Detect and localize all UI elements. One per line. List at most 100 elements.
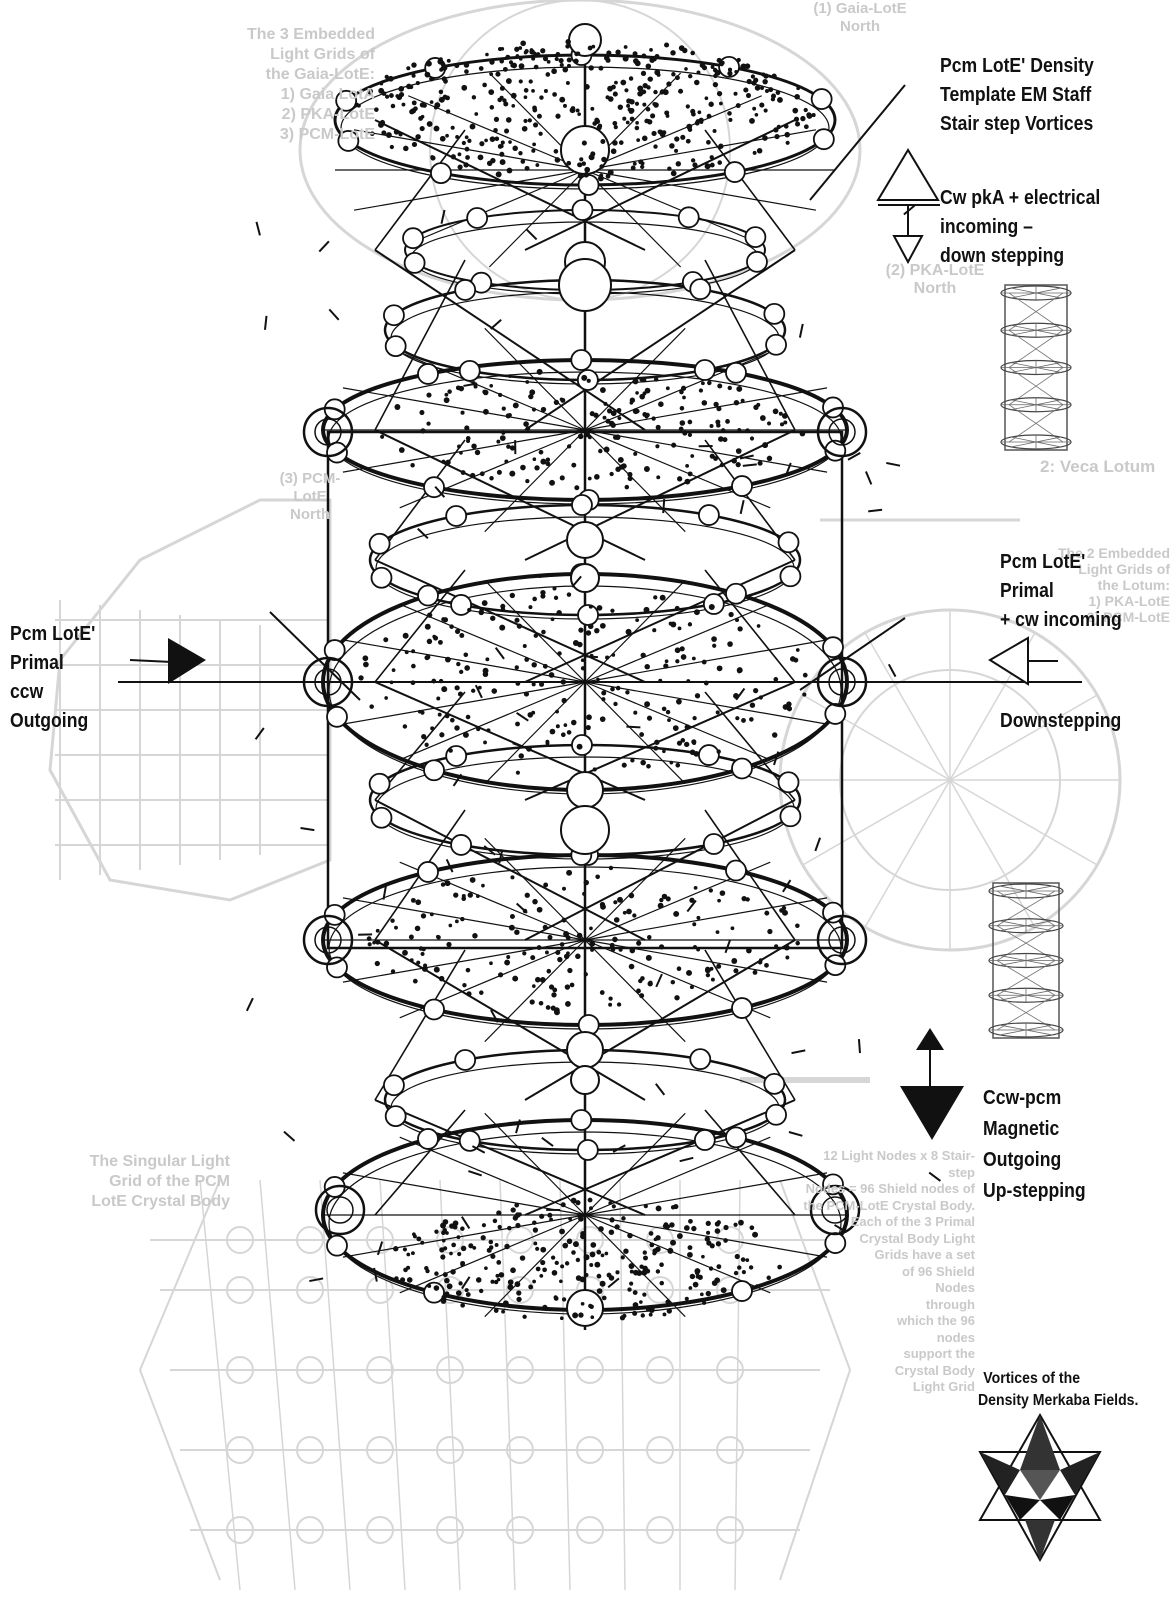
ghost-text-pcm-north: (3) PCM-LotE North xyxy=(265,470,355,524)
vortex-dot-top xyxy=(504,129,509,134)
vortex-dot-top xyxy=(479,141,484,146)
ghost-spoke xyxy=(865,633,950,780)
vortex-dot xyxy=(466,439,470,443)
vortex-dot xyxy=(516,771,520,775)
vortex-dot-bottom xyxy=(549,1218,553,1222)
vortex-dot-top xyxy=(715,70,721,76)
vortex-dot-top xyxy=(760,86,764,90)
vortex-dot-top xyxy=(608,96,614,102)
center-node xyxy=(571,564,599,592)
vortex-dot-top xyxy=(613,92,618,97)
vortex-dot-top xyxy=(524,51,528,55)
vortex-dot xyxy=(716,964,721,969)
vortex-dot-bottom xyxy=(496,1260,501,1265)
vortex-dot xyxy=(666,386,670,390)
ghost-spoke xyxy=(950,780,1097,865)
vortex-dot xyxy=(601,691,606,696)
vortex-dot xyxy=(582,892,586,896)
vortex-dot-bottom xyxy=(659,1262,664,1267)
vortex-dot-bottom xyxy=(656,1269,660,1273)
vortex-dot xyxy=(598,449,602,453)
vortex-dot xyxy=(750,436,754,440)
vortex-dot-bottom xyxy=(490,1280,494,1284)
shell-node xyxy=(690,279,710,299)
vortex-dot-bottom xyxy=(453,1225,458,1230)
vortex-dot-bottom xyxy=(451,1243,456,1248)
vortex-dot-bottom xyxy=(535,1247,539,1251)
shell-node xyxy=(779,532,799,552)
label-line: Pcm LotE' xyxy=(10,620,95,649)
vortex-dot-top xyxy=(697,110,701,114)
vortex-dot-bottom xyxy=(533,1227,538,1232)
vortex-dot-top xyxy=(678,89,683,94)
vortex-dot xyxy=(735,716,739,720)
vortex-dot-top xyxy=(534,65,539,70)
vortex-dot xyxy=(403,633,409,639)
vortex-dot-top xyxy=(614,125,618,129)
shell-node xyxy=(704,834,724,854)
vortex-dot-top xyxy=(418,116,423,121)
vortex-dot xyxy=(654,740,659,745)
vortex-dot xyxy=(626,629,632,635)
vortex-dot xyxy=(539,450,544,455)
vortex-dot-top xyxy=(495,136,500,141)
vortex-dot-top xyxy=(600,139,605,144)
flow-arrow-dash xyxy=(319,241,329,251)
vortex-dot xyxy=(759,958,763,962)
vortex-dot xyxy=(426,422,430,426)
vortex-dot-top xyxy=(635,102,639,106)
vortex-dot-bottom xyxy=(581,1302,585,1306)
ghost-spoke xyxy=(803,695,950,780)
vortex-dot-bottom xyxy=(590,1242,596,1248)
vortex-dot xyxy=(459,670,463,674)
vortex-dot-top xyxy=(378,88,384,94)
vortex-dot xyxy=(444,393,448,397)
vortex-dot xyxy=(711,978,715,982)
vortex-dot-top xyxy=(505,55,510,60)
vortex-dot-top xyxy=(524,95,528,99)
vortex-dot xyxy=(614,917,620,923)
vortex-dot-top xyxy=(439,68,443,72)
ghost-line: (1) Gaia-LotE xyxy=(795,0,925,18)
vortex-dot xyxy=(680,406,685,411)
vortex-dot xyxy=(506,955,510,959)
vortex-dot xyxy=(461,411,465,415)
thumb-spoke xyxy=(1011,325,1036,330)
ghost-line: Nodes xyxy=(800,1280,975,1297)
shell-node xyxy=(726,861,746,881)
thumbnail-vortex-top xyxy=(1001,285,1071,450)
vortex-dot xyxy=(540,594,545,599)
vortex-dot-bottom xyxy=(494,1280,498,1284)
vortex-dot-top xyxy=(675,75,680,80)
label-line: Density Merkaba Fields. xyxy=(978,1390,1138,1412)
vortex-dot-bottom xyxy=(643,1250,647,1254)
vortex-dot xyxy=(545,951,549,955)
vortex-dot-top xyxy=(398,86,404,92)
vortex-dot-top xyxy=(653,144,657,148)
vortex-dot xyxy=(625,485,629,489)
label-line: incoming – xyxy=(940,213,1100,242)
vortex-dot xyxy=(675,647,681,653)
vortex-dot-bottom xyxy=(394,1276,399,1281)
vortex-dot xyxy=(420,428,425,433)
vortex-dot-bottom xyxy=(741,1257,746,1262)
vortex-dot-top xyxy=(499,152,504,157)
vortex-dot-top xyxy=(795,122,800,127)
vortex-dot xyxy=(438,713,442,717)
vortex-dot xyxy=(710,424,714,428)
vortex-dot-bottom xyxy=(540,1260,545,1265)
vortex-dot-bottom xyxy=(460,1226,465,1231)
shell-node xyxy=(371,808,391,828)
vortex-dot-bottom xyxy=(597,1274,602,1279)
vortex-dot xyxy=(537,369,543,375)
vortex-dot-bottom xyxy=(660,1281,664,1285)
vortex-dot xyxy=(618,457,624,463)
vortex-dot-top xyxy=(743,87,748,92)
shell-node xyxy=(455,1050,475,1070)
vortex-dot-top xyxy=(427,121,433,127)
flow-arrow-dash xyxy=(663,499,664,513)
vortex-dot-top xyxy=(710,163,715,168)
ghost-line: Light Grid xyxy=(800,1379,975,1396)
vortex-dot-top xyxy=(633,51,638,56)
flow-arrow-dash xyxy=(725,940,730,953)
